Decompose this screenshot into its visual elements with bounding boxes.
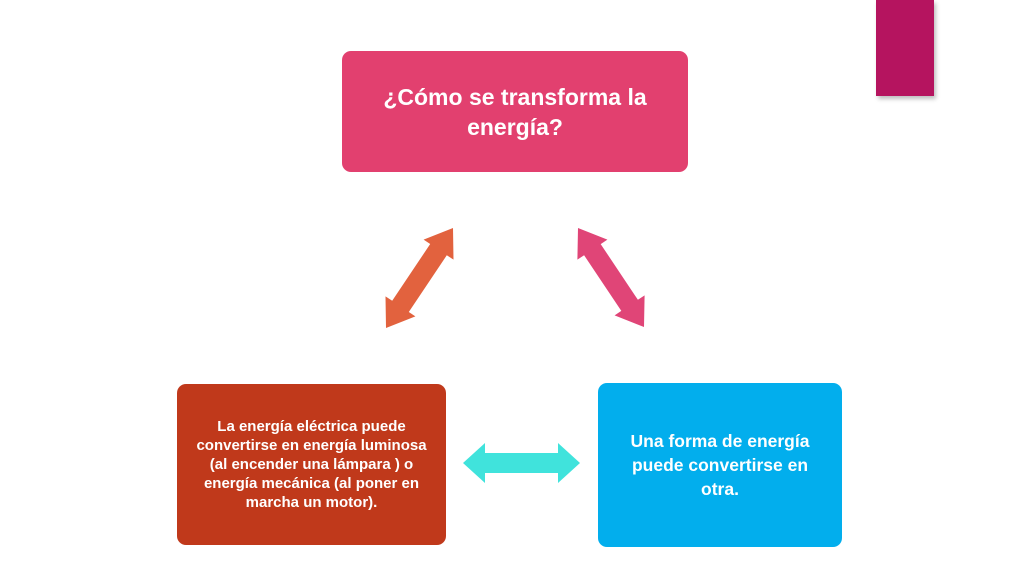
double-arrow-bottom	[463, 443, 580, 483]
left-box: La energía eléctrica puede convertirse e…	[177, 384, 446, 545]
corner-accent-tab	[876, 0, 934, 96]
double-arrow-right	[577, 228, 645, 327]
right-box: Una forma de energía puede convertirse e…	[598, 383, 842, 547]
top-box-text: ¿Cómo se transforma la energía?	[383, 83, 647, 140]
top-box: ¿Cómo se transforma la energía?	[342, 51, 688, 172]
right-box-text: Una forma de energía puede convertirse e…	[630, 431, 810, 499]
double-arrow-left	[385, 228, 454, 328]
left-box-text: La energía eléctrica puede convertirse e…	[196, 418, 427, 511]
